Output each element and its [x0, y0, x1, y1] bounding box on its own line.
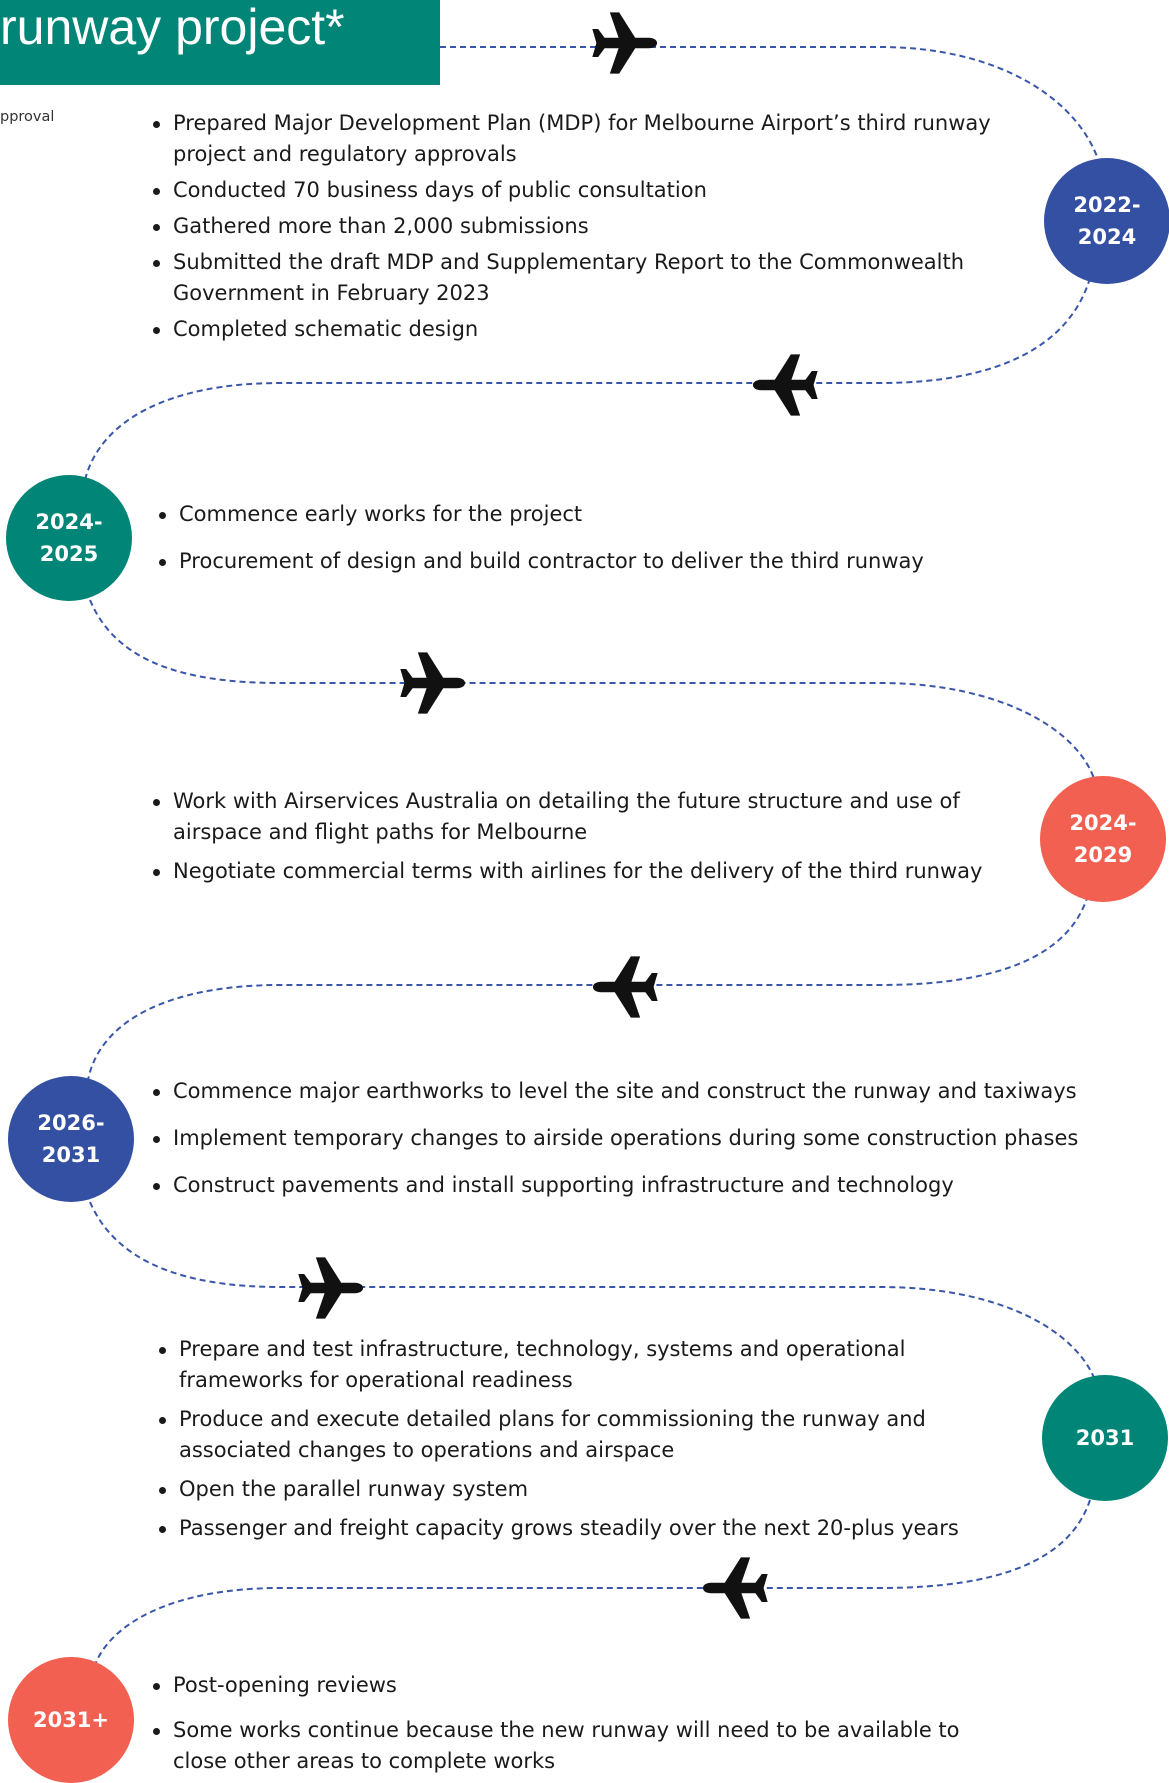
list-item: Commence major earthworks to level the s… [151, 1076, 1151, 1107]
list-item: Prepared Major Development Plan (MDP) fo… [151, 108, 1031, 170]
airplane-right-icon [298, 1257, 364, 1319]
list-item: Work with Airservices Australia on detai… [151, 786, 991, 848]
stage-year-badge: 2024- 2029 [1040, 776, 1166, 902]
list-item: Some works continue because the new runw… [151, 1715, 1011, 1777]
stage-year-badge: 2026- 2031 [8, 1076, 134, 1202]
list-item: Produce and execute detailed plans for c… [157, 1404, 1017, 1466]
page-title: runway project* [0, 0, 440, 85]
list-item: Prepare and test infrastructure, technol… [157, 1334, 1017, 1396]
year-line-1: 2031+ [32, 1708, 110, 1732]
year-line-1: 2022- [1073, 193, 1141, 217]
list-item: Passenger and freight capacity grows ste… [157, 1513, 1017, 1544]
year-line-2: 2031 [41, 1143, 101, 1167]
year-line-1: 2024- [1069, 811, 1137, 835]
airplane-left-icon [702, 1557, 768, 1619]
list-item: Construct pavements and install supporti… [151, 1170, 1151, 1201]
stage-bullet-list: Prepare and test infrastructure, technol… [157, 1334, 1017, 1544]
stage-bullet-list: Prepared Major Development Plan (MDP) fo… [151, 108, 1031, 345]
airplane-right-icon [400, 652, 466, 714]
list-item: Completed schematic design [151, 314, 1031, 345]
list-item: Post-opening reviews [151, 1670, 1011, 1701]
airplane-right-icon [592, 12, 658, 74]
list-item: Gathered more than 2,000 submissions [151, 211, 1031, 242]
year-line-2: 2025 [39, 542, 99, 566]
stage-bullet-list: Post-opening reviews Some works continue… [151, 1670, 1011, 1777]
year-line-1: 2031 [1075, 1426, 1135, 1450]
stage-bullet-list: Commence early works for the project Pro… [157, 499, 1057, 577]
stage-year-badge: 2031 [1042, 1375, 1168, 1501]
airplane-left-icon [592, 956, 658, 1018]
stage-bullet-list: Commence major earthworks to level the s… [151, 1076, 1151, 1201]
airplane-left-icon [752, 354, 818, 416]
stage-year-badge: 2022- 2024 [1044, 158, 1169, 284]
list-item: Commence early works for the project [157, 499, 1057, 530]
list-item: Submitted the draft MDP and Supplementar… [151, 247, 1031, 309]
subtitle-fragment: pproval [0, 109, 55, 125]
list-item: Procurement of design and build contract… [157, 546, 1057, 577]
list-item: Open the parallel runway system [157, 1474, 1017, 1505]
stage-year-badge: 2024- 2025 [6, 475, 132, 601]
list-item: Negotiate commercial terms with airlines… [151, 856, 991, 887]
year-line-1: 2024- [35, 510, 103, 534]
list-item: Conducted 70 business days of public con… [151, 175, 1031, 206]
stage-bullet-list: Work with Airservices Australia on detai… [151, 786, 991, 887]
year-line-2: 2029 [1073, 843, 1133, 867]
list-item: Implement temporary changes to airside o… [151, 1123, 1151, 1154]
year-line-1: 2026- [37, 1111, 105, 1135]
stage-year-badge: 2031+ [8, 1657, 134, 1783]
year-line-2: 2024 [1077, 225, 1137, 249]
